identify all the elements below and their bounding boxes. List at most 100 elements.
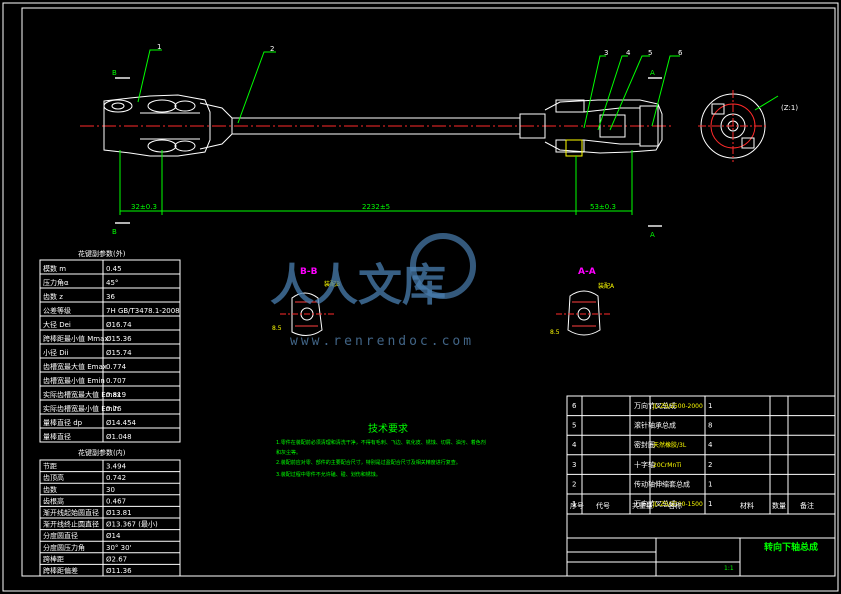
tech-req-title: 技术要求 [368, 422, 408, 435]
dim-end-view: (Z:1) [781, 104, 798, 112]
dimension-lines [119, 150, 633, 215]
parts-cell: 十字轴 [634, 460, 655, 469]
parts-cell: 20CrMnTi [653, 462, 682, 469]
params-table-1-value: 36 [106, 293, 115, 301]
params-table-2-label: 节距 [43, 463, 57, 471]
parts-cell: 1 [572, 500, 576, 508]
params-table-1-value: Ø15.74 [106, 349, 132, 357]
tech-req-line-4: 3.装配过程中零件不允许磕、碰、划伤和锈蚀。 [276, 471, 381, 478]
parts-cell: 2 [708, 461, 712, 469]
params-table-1-title: 花键副参数(外) [78, 249, 126, 258]
params-table-2-value: 30 [106, 486, 115, 494]
params-table-1-value: Ø15.36 [106, 335, 132, 343]
params-table-1-value: 0.707 [106, 377, 126, 385]
params-table-2-label: 渐开线终止圆直径 [43, 520, 99, 529]
params-table-1-value: 0.76 [106, 405, 122, 413]
section-bb-title: B-B [300, 267, 318, 277]
params-table-2-value: 3.494 [106, 463, 127, 471]
parts-cell: 1 [708, 480, 712, 488]
callout-6: 6 [678, 49, 683, 57]
params-table-2-label: 跨棒距偏差 [43, 566, 78, 575]
parts-cell: 传动轴伸缩套总成 [634, 479, 690, 488]
section-bb-note: 装配B [324, 280, 340, 288]
section-bb-dim: 8.5 [272, 325, 282, 332]
params-table-1-label: 公差等级 [43, 306, 71, 315]
parts-cell: 4 [708, 441, 713, 449]
params-table-1-value: Ø16.74 [106, 321, 132, 329]
parts-cell: 5 [572, 422, 576, 430]
params-table-2-value: 30° 30' [106, 544, 132, 552]
params-table-2-label: 齿数 [43, 485, 57, 494]
shaft-assembly [103, 94, 663, 157]
params-table-1-value: Ø14.454 [106, 419, 137, 427]
params-table-2-value: 0.467 [106, 497, 126, 505]
params-table-1-value: 7H GB/T3478.1-2008 [106, 307, 180, 315]
params-table-1-label: 跨棒距最小值 Mmax [43, 334, 109, 343]
callout-leaders [137, 49, 680, 131]
params-table-1-label: 小径 Dii [43, 348, 69, 357]
parts-cell: JL-ZS/2500-2000 [652, 403, 703, 410]
params-table-2-label: 分度圆压力角 [43, 543, 85, 552]
params-table-1-label: 量棒直径 dp [43, 418, 83, 427]
parts-header-cell: 备注 [800, 501, 814, 510]
params-table-1-label: 实际齿槽宽最大值 Emax [43, 390, 121, 399]
params-table-2-label: 渐开线起始圆直径 [43, 508, 99, 517]
params-table-1-label: 量棒直径 [43, 432, 71, 441]
tech-req-line-1: 1.零件在装配前必须清理和清洗干净，不得有毛刺、飞边、氧化皮、锈蚀、切屑、油污、… [276, 439, 486, 446]
parts-header-cell: 材料 [740, 501, 754, 510]
parts-cell: 6 [572, 402, 577, 410]
params-table-2-label: 齿根高 [43, 496, 64, 505]
parts-cell: 1 [708, 402, 712, 410]
params-table-2-label: 跨棒距 [43, 554, 64, 563]
parts-cell: 万向节叉总成 [634, 499, 676, 508]
params-table-2-value: Ø2.67 [106, 555, 127, 563]
dim-right: 53±0.3 [590, 203, 616, 211]
params-table-2-value: Ø11.36 [106, 567, 132, 575]
callout-4: 4 [626, 49, 631, 57]
params-table-1-label: 齿数 z [43, 292, 63, 301]
params-table-1-label: 齿槽宽最大值 Emax [43, 362, 107, 371]
callout-3: 3 [604, 49, 608, 57]
callout-2: 2 [270, 45, 274, 53]
inner-border [21, 7, 836, 577]
parts-header-cell: 数量 [772, 501, 786, 510]
parts-cell: 4 [572, 441, 577, 449]
params-table-1 [39, 259, 181, 443]
params-table-1-label: 大径 Dei [43, 320, 71, 329]
parts-cell: 滚针轴承总成 [634, 421, 676, 430]
section-mark-b-top: B [112, 69, 117, 77]
parts-cell: 8 [708, 422, 712, 430]
end-view [698, 90, 779, 162]
params-table-1-label: 实际齿槽宽最小值 Emin [43, 404, 119, 413]
params-table-1-label: 压力角α [43, 278, 69, 287]
dim-left: 32±0.3 [131, 203, 157, 211]
title-block-scale: 1:1 [724, 565, 734, 572]
params-table-1-value: 0.774 [106, 363, 127, 371]
parts-cell: 3 [572, 461, 576, 469]
parts-header-cell: 代号 [596, 501, 610, 510]
params-table-1-label: 齿槽宽最小值 Emin [43, 376, 105, 385]
params-table-1-label: 模数 m [43, 264, 66, 273]
section-view-bb [280, 292, 336, 336]
section-mark-b-bottom: B [112, 228, 117, 236]
watermark: 人人文库 www.renrendoc.com [270, 233, 476, 349]
section-aa-title: A-A [578, 267, 596, 277]
parts-cell: 密封圈 [634, 440, 655, 449]
watermark-url: www.renrendoc.com [290, 334, 474, 349]
watermark-text: 人人文库 [270, 260, 446, 311]
params-table-2-label: 分度圆直径 [43, 531, 78, 540]
title-block-name: 转向下轴总成 [764, 541, 818, 553]
section-view-aa [556, 290, 612, 336]
section-cut-lines [115, 77, 662, 227]
params-table-1-value: Ø1.048 [106, 433, 132, 441]
params-table-2-label: 齿顶高 [43, 473, 64, 482]
params-table-2-value: Ø13.81 [106, 509, 132, 517]
parts-cell: 2 [572, 480, 576, 488]
parts-header-cell: 共重量 [632, 501, 653, 510]
params-table-2-title: 花键副参数(内) [78, 448, 126, 457]
